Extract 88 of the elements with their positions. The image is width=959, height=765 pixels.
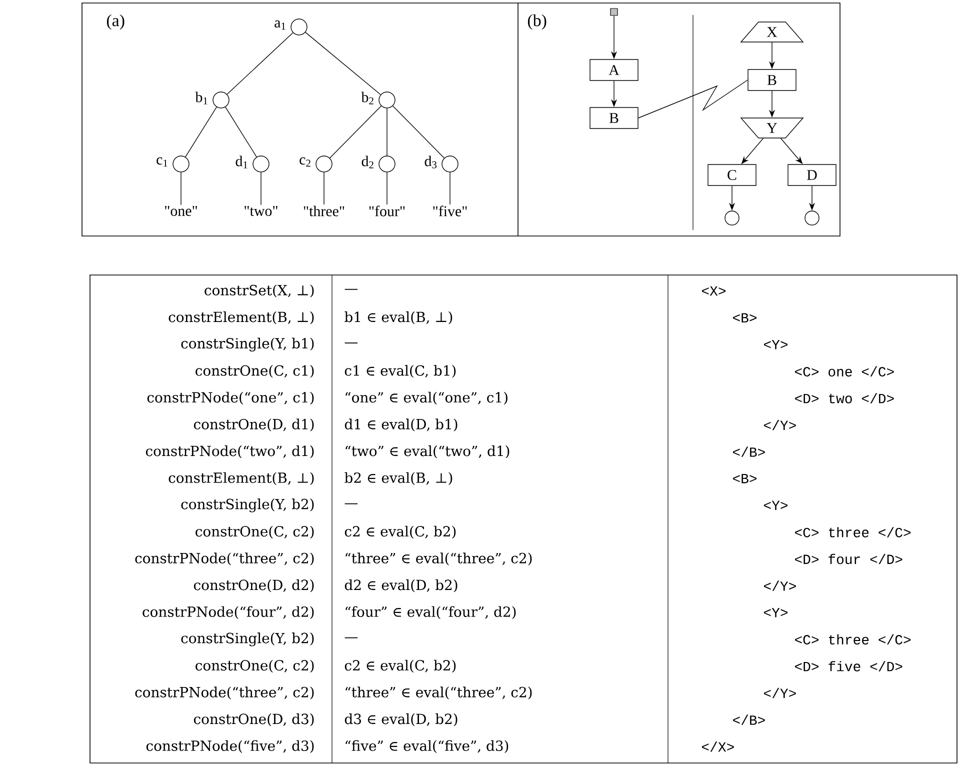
xml-line: </B> [733,714,765,725]
xml-line: <Y> [764,608,788,618]
tree-edge [386,172,388,205]
function-call: constrSet(X, ⊥) [204,284,314,298]
tree-edge [226,32,294,95]
xml-line: <D> two </D> [795,393,894,404]
tree-edge [386,108,388,156]
function-call: constrSingle(Y, b2) [181,498,314,512]
function-call: constrOne(D, d1) [194,418,314,432]
xml-line: <C> one </C> [795,366,894,377]
function-call: constrPNode(“three”, c2) [135,686,314,700]
tree-edge [225,106,257,158]
tree-node-circle [724,210,740,226]
xml-line: </B> [733,446,765,457]
xml-line: <C> three </C> [795,527,911,538]
function-call: constrPNode(“four”, d2) [142,606,314,619]
leaf-label: "two" [244,206,278,216]
xml-line: <X> [702,286,726,296]
function-call: constrOne(D, d3) [194,713,314,726]
evaluation-text: d3 ∈ eval(D, b2) [344,713,458,726]
node-label: d$_{3}$ [424,156,437,168]
process-box: B [590,107,638,129]
function-call: constrOne(D, d2) [194,579,314,592]
tree-edge [305,32,381,96]
node-label: d$_{2}$ [362,156,374,168]
panel-label: (a) [106,14,124,30]
tree-edge [185,106,217,158]
evaluation-text: “two” ∈ eval(“two”, d1) [346,445,510,458]
xml-line: <Y> [764,340,788,350]
node-label: c$_{1}$ [156,157,168,167]
function-call: constrSingle(Y, b2) [181,632,314,646]
function-call: constrPNode(“three”, c2) [135,552,314,566]
evaluation-text: — [344,503,358,504]
xml-line: <B> [733,474,756,484]
xml-line: <D> four </D> [795,554,902,564]
function-call: constrElement(B, ⊥) [168,472,314,485]
tree-edge [180,172,182,206]
process-box: A [590,59,638,81]
xml-line: <B> [733,313,756,322]
node-label: c$_{2}$ [300,157,310,167]
evaluation-text: — [344,288,358,290]
function-call: constrOne(C, c2) [196,526,314,539]
node-label: d$_{1}$ [236,156,248,168]
tree-edge [260,172,262,206]
evaluation-text: c2 ∈ eval(C, b2) [344,526,456,539]
leaf-label: "three" [304,206,344,216]
evaluation-text: c2 ∈ eval(C, b2) [344,660,456,673]
evaluation-text: c1 ∈ eval(C, b1) [344,365,456,378]
xml-line: <Y> [764,500,788,510]
tree-edge [330,106,382,158]
tree-edge [392,106,444,158]
function-call: constrSingle(Y, b1) [181,338,314,352]
leaf-label: "four" [369,206,405,216]
xml-line: <C> three </C> [795,634,911,645]
connector-line [638,80,748,118]
start-square [610,8,618,16]
evaluation-text: d1 ∈ eval(D, b1) [344,418,458,432]
process-box: C [708,164,756,186]
function-call: constrOne(C, c1) [196,365,314,378]
process-box: B [748,69,796,91]
function-call: constrOne(C, c2) [196,660,314,673]
node-label: a$_{1}$ [274,20,286,30]
leaf-label: "five" [433,206,467,216]
function-call: constrPNode(“five”, d3) [146,740,314,753]
xml-line: </Y> [764,420,796,430]
evaluation-text: d2 ∈ eval(D, b2) [344,579,458,592]
function-call: constrPNode(“two”, d1) [146,445,314,458]
xml-line: </X> [702,741,734,752]
evaluation-text: “three” ∈ eval(“three”, c2) [346,686,532,700]
node-label: b$_{1}$ [195,92,208,104]
evaluation-text: “five” ∈ eval(“five”, d3) [346,740,508,753]
function-call: constrElement(B, ⊥) [168,311,314,324]
xml-line: <D> five </D> [795,661,902,672]
process-box: D [788,164,836,186]
leaf-label: "one" [165,206,197,216]
evaluation-text: — [344,342,358,344]
xml-line: </Y> [764,688,796,698]
panel-label: (b) [528,14,546,30]
function-call: constrPNode(“one”, c1) [147,392,314,405]
node-label: b$_{2}$ [361,92,374,104]
evaluation-text: “three” ∈ eval(“three”, c2) [346,552,532,566]
tree-node-circle [804,210,820,226]
evaluation-text: b1 ∈ eval(B, ⊥) [344,311,452,324]
evaluation-text: “four” ∈ eval(“four”, d2) [346,606,516,619]
evaluation-text: b2 ∈ eval(B, ⊥) [344,472,452,485]
evaluation-text: — [344,637,358,638]
xml-line: </Y> [764,580,796,591]
evaluation-text: “one” ∈ eval(“one”, c1) [346,392,508,405]
